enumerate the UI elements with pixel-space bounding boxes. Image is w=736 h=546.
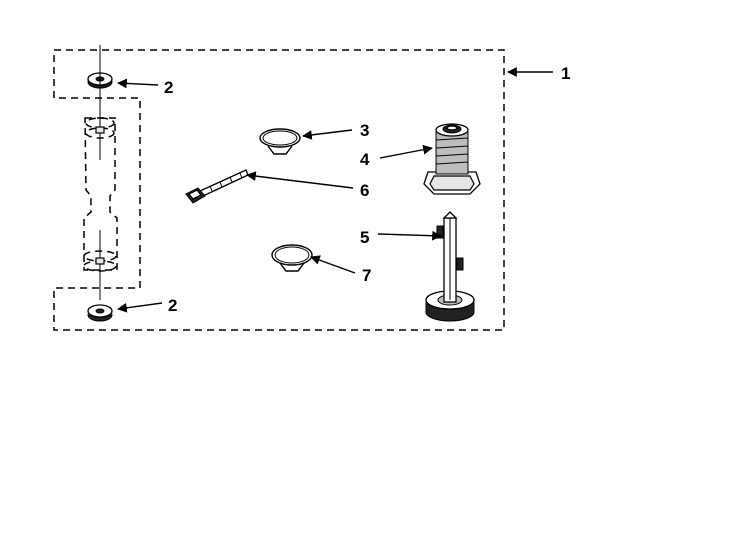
callout-7: 7 [362,266,371,285]
callout-5: 5 [360,228,369,247]
drain-hose[interactable] [83,117,118,275]
leader-line-3 [302,129,353,140]
callout-2-top: 2 [164,78,173,97]
leader-line-5 [377,230,442,241]
callout-1: 1 [561,64,570,83]
hose-clamp-upper[interactable] [259,128,301,155]
cable-tie[interactable] [185,169,249,204]
leader-line-7 [310,255,356,274]
callout-6: 6 [360,181,369,200]
callout-2-bottom: 2 [168,296,177,315]
threaded-fitting[interactable] [423,123,481,195]
leader-line-4 [379,144,433,159]
leader-line-2-bottom [117,302,163,313]
kit-boundary-dashed-outline [53,49,505,331]
leader-line-2-top [117,78,159,89]
callout-3: 3 [360,121,369,140]
hose-clamp-lower[interactable] [271,244,313,272]
callout-4: 4 [360,150,370,169]
washer-bottom[interactable] [87,304,113,322]
leader-line-6 [246,171,354,189]
standpipe-stem[interactable] [425,211,475,322]
